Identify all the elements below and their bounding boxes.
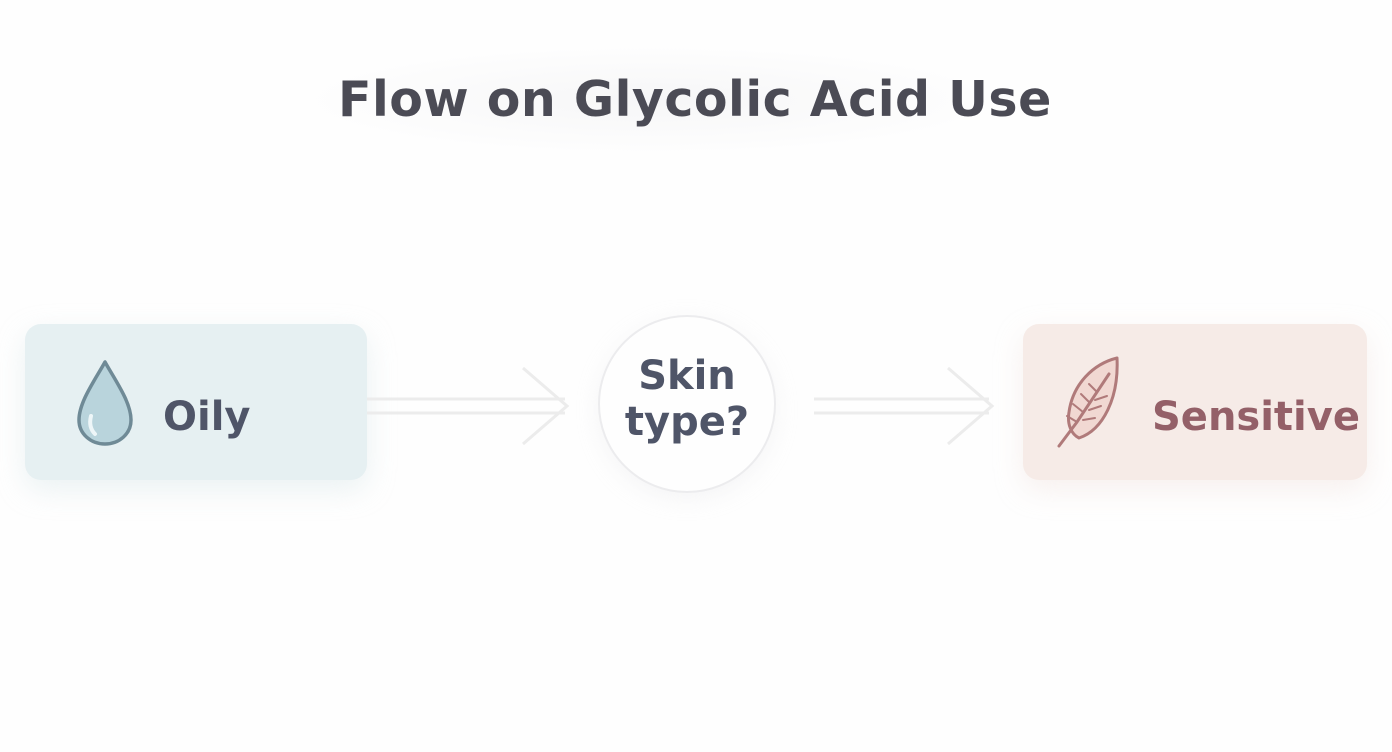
oily-node: Oily (25, 324, 367, 480)
diagram-title: Flow on Glycolic Acid Use (338, 71, 1052, 128)
feather-icon (1057, 356, 1119, 448)
water-drop-icon (77, 360, 133, 446)
decision-text: Skin type? (600, 353, 774, 445)
skin-type-decision-node: Skin type? (598, 315, 776, 493)
arrow-left (367, 366, 570, 446)
sensitive-label: Sensitive (1152, 394, 1360, 440)
title-backdrop (312, 48, 988, 152)
decision-line-2: type? (624, 399, 750, 445)
oily-label: Oily (163, 394, 251, 440)
arrow-right (814, 366, 995, 446)
decision-line-1: Skin (638, 353, 736, 399)
sensitive-node: Sensitive (1023, 324, 1367, 480)
